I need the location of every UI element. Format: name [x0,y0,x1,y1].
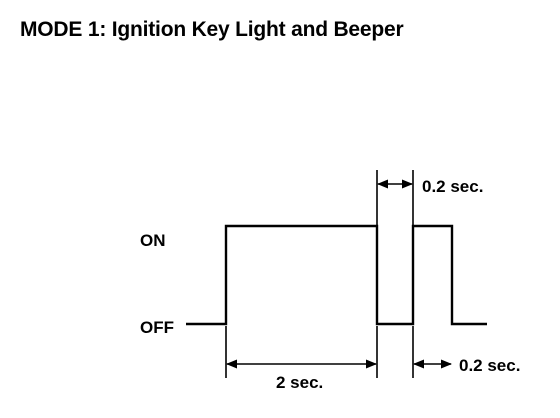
signal-waveform [186,224,487,326]
beep-off-duration-label: 0.2 sec. [459,356,520,375]
off-level-label: OFF [140,318,174,337]
beep-on-duration-label: 0.2 sec. [422,177,483,196]
two-second-label: 2 sec. [276,373,323,392]
page-title: MODE 1: Ignition Key Light and Beeper [20,18,404,41]
on-level-label: ON [140,231,166,250]
